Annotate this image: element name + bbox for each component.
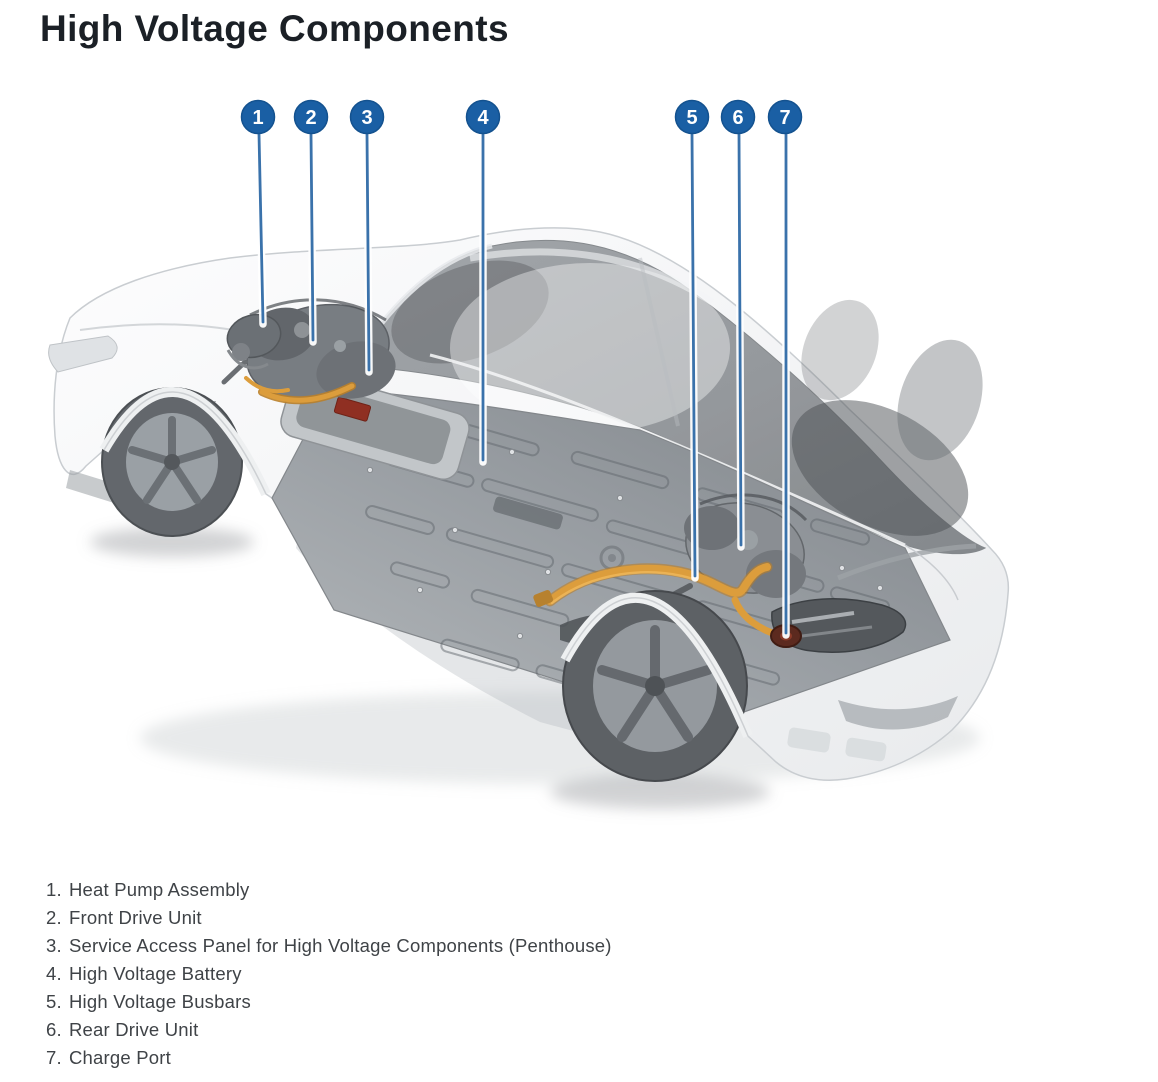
leader-line-5 [690,132,697,578]
legend-item-6: 6. Rear Drive Unit [46,1016,612,1044]
callout-badges: 1 2 3 4 5 6 7 [240,99,803,135]
legend-label: Service Access Panel for High Voltage Co… [69,935,612,956]
legend-label: Front Drive Unit [69,907,202,928]
callout-7-number: 7 [779,107,790,129]
legend-item-1: 1. Heat Pump Assembly [46,876,612,904]
callout-5: 5 [674,99,710,135]
callout-1-number: 1 [252,107,263,129]
warning-label-art [333,396,372,422]
front-hv-cables-art [244,376,356,405]
headlight-art [48,335,118,373]
callout-7: 7 [767,99,803,135]
legend-label: Charge Port [69,1047,171,1068]
leader-line-3 [365,132,371,372]
tail-light-art [771,598,907,653]
heat-pump-art [226,313,282,370]
callout-4: 4 [465,99,501,135]
leader-lines [255,132,790,639]
callout-3-number: 3 [361,107,372,129]
legend-item-5: 5. High Voltage Busbars [46,988,612,1016]
front-wheel [101,387,243,537]
diffuser-art [838,696,958,730]
legend-item-2: 2. Front Drive Unit [46,904,612,932]
callout-6: 6 [720,99,756,135]
callout-5-number: 5 [686,107,697,129]
legend-item-7: 7. Charge Port [46,1044,612,1072]
callout-3: 3 [349,99,385,135]
car-illustration [48,227,1010,782]
legend-number: 1. [46,879,62,900]
leader-line-2 [309,132,315,342]
spoiler-art [837,543,977,581]
legend-number: 7. [46,1047,62,1068]
leader-line-6 [737,132,743,547]
legend-number: 3. [46,935,62,956]
callout-4-number: 4 [477,107,489,129]
legend-number: 5. [46,991,62,1012]
legend-item-4: 4. High Voltage Battery [46,960,612,988]
page-title: High Voltage Components [40,8,509,49]
legend-number: 4. [46,963,62,984]
legend-number: 2. [46,907,62,928]
component-legend: 1. Heat Pump Assembly 2. Front Drive Uni… [46,876,612,1072]
hv-busbars-art [533,561,785,640]
callout-1: 1 [240,99,276,135]
rear-wheel [562,590,748,782]
legend-item-3: 3. Service Access Panel for High Voltage… [46,932,612,960]
legend-label: High Voltage Battery [69,963,242,984]
legend-number: 6. [46,1019,62,1040]
legend-label: Heat Pump Assembly [69,879,250,900]
greenhouse-art [349,239,987,555]
legend-label: Rear Drive Unit [69,1019,199,1040]
callout-2: 2 [293,99,329,135]
callout-6-number: 6 [732,107,743,129]
callout-2-number: 2 [305,107,316,129]
legend-label: High Voltage Busbars [69,991,251,1012]
leader-line-1 [257,132,265,324]
